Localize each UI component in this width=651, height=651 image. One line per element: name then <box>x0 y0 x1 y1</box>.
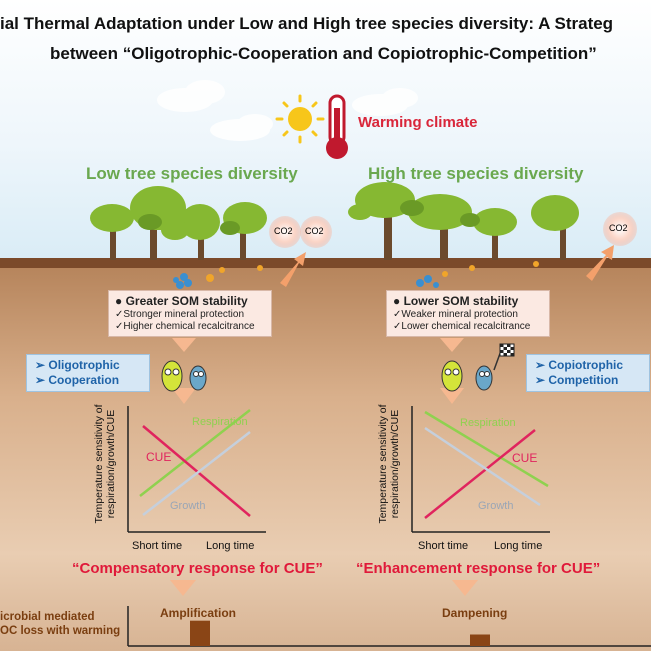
checkered-flag-icon <box>499 343 515 357</box>
co2-label: CO2 <box>274 226 293 236</box>
respiration-line <box>424 410 549 488</box>
x-tick-long: Long time <box>494 540 543 552</box>
right-heading: High tree species diversity <box>368 164 584 183</box>
som-item: ✓Stronger mineral protection <box>115 309 245 320</box>
som-item: ✓Weaker mineral protection <box>393 309 518 320</box>
respiration-line <box>139 409 251 497</box>
co2-label: CO2 <box>305 226 324 236</box>
x-tick-short: Short time <box>418 540 469 552</box>
sun-icon <box>275 94 325 144</box>
co2-bubble-icon <box>269 216 301 248</box>
cue-label: CUE <box>512 451 538 465</box>
cue-line <box>424 429 536 519</box>
x-tick-long: Long time <box>206 540 255 552</box>
co2-bubble-icon <box>603 212 637 246</box>
som-title-right: ● Lower SOM stability <box>393 294 519 308</box>
effect-right: Dampening <box>442 606 508 620</box>
growth-label: Growth <box>478 500 514 512</box>
cloud-icon <box>157 80 418 141</box>
soc-axis <box>127 606 651 647</box>
soc-loss-bar-right <box>470 634 490 646</box>
strategy-item: ➢ Cooperation <box>35 373 120 387</box>
strategy-item: ➢ Copiotrophic <box>535 358 624 372</box>
trees-left <box>90 186 267 289</box>
som-box-right: ● Lower SOM stability ✓Weaker mineral pr… <box>386 290 550 337</box>
x-tick-short: Short time <box>132 540 183 552</box>
microbe-icon <box>161 360 207 392</box>
response-left: “Compensatory response for CUE” <box>72 560 323 577</box>
som-title-left: ● Greater SOM stability <box>115 294 248 308</box>
arrow-down-icon <box>172 338 464 404</box>
cue-line <box>142 425 251 517</box>
chart-axes-right <box>411 406 550 533</box>
growth-line <box>142 431 251 516</box>
arrow-up-icon <box>280 245 614 287</box>
arrow-down-icon <box>452 580 478 603</box>
warming-label: Warming climate <box>358 114 478 131</box>
som-box-left: ● Greater SOM stability ✓Stronger minera… <box>108 290 272 337</box>
effect-left: Amplification <box>160 606 237 620</box>
ground-surface <box>0 258 651 268</box>
respiration-label: Respiration <box>192 416 248 428</box>
strategy-box-left: ➢ Oligotrophic ➢ Cooperation <box>26 354 150 392</box>
left-heading: Low tree species diversity <box>86 164 298 183</box>
response-right: “Enhancement response for CUE” <box>356 560 601 577</box>
strategy-item: ➢ Oligotrophic <box>35 358 120 372</box>
cue-label: CUE <box>146 450 172 464</box>
thermometer-icon <box>326 94 348 159</box>
arrow-down-icon <box>170 580 196 603</box>
title-line-1: ial Thermal Adaptation under Low and Hig… <box>0 14 614 33</box>
strategy-box-right: ➢ Copiotrophic ➢ Competition <box>526 354 650 392</box>
chart-axes-left <box>127 406 266 533</box>
growth-line <box>424 426 541 507</box>
title-line-2: between “Oligotrophic-Cooperation and Co… <box>50 44 597 63</box>
co2-label: CO2 <box>609 223 628 233</box>
microbe-icon <box>441 347 503 392</box>
growth-label: Growth <box>170 500 206 512</box>
som-item: ✓Lower chemical recalcitrance <box>393 321 531 332</box>
co2-bubble-icon <box>300 216 332 248</box>
trees-right <box>348 182 579 288</box>
respiration-label: Respiration <box>460 417 516 429</box>
soc-loss-bar-left <box>190 620 210 646</box>
strategy-item: ➢ Competition <box>535 373 619 387</box>
som-item: ✓Higher chemical recalcitrance <box>115 321 255 332</box>
